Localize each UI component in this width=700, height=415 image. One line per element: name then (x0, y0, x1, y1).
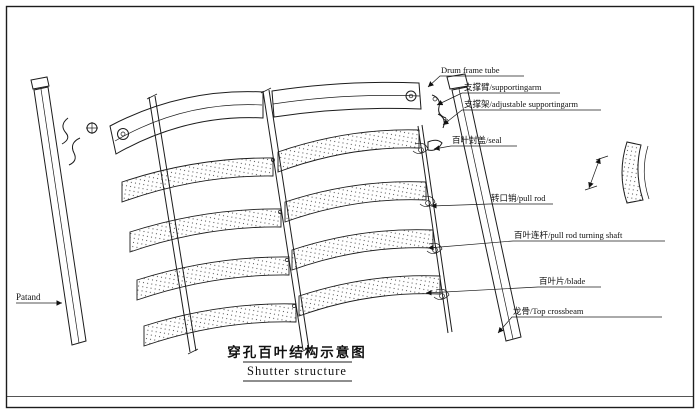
top-crossbeam-label: 龙骨/Top crossbeam (513, 306, 584, 316)
left-bracket-hardware (61, 117, 98, 166)
callout-adjustable-supporting-arm: 支撑架/adjustable supportingarm (442, 99, 601, 126)
right-post (446, 73, 522, 342)
pull-rod-assembly (412, 124, 453, 334)
patand-callout: Patand (16, 292, 62, 306)
perforated-panel-detail (584, 141, 650, 204)
blade-row (298, 275, 441, 317)
canopy-right (271, 81, 422, 118)
blade-row (129, 208, 282, 253)
pull-rod-turning-shaft-label: 百叶连杆/pull rod turning shaft (514, 230, 623, 240)
adjustable-supporting-arm-label: 支撑架/adjustable supportingarm (464, 99, 578, 109)
blade-connector (419, 195, 436, 207)
callout-drum-frame-tube: Drum frame tube (427, 65, 524, 88)
blade-row (291, 229, 434, 271)
supporting-arm-label: 支撑臂/supportingarm (464, 82, 542, 92)
border-frame (5, 5, 695, 409)
seal-label: 百叶封盖/seal (452, 135, 502, 145)
rail-middle (260, 87, 312, 353)
callout-pull-rod-turning-shaft: 百叶连杆/pull rod turning shaft (427, 230, 665, 251)
title-cn: 穿孔百叶结构示意图 (227, 344, 367, 360)
left-post (30, 76, 87, 346)
patand-label: Patand (16, 292, 41, 302)
blade-label: 百叶片/blade (539, 276, 585, 286)
callout-blade: 百叶片/blade (425, 276, 601, 296)
blade-row (136, 256, 290, 301)
blade-row (143, 303, 297, 347)
callout-top-crossbeam: 龙骨/Top crossbeam (497, 306, 662, 334)
blade-connector (433, 288, 450, 300)
title-en: Shutter structure (247, 364, 347, 378)
canopy-left (109, 91, 264, 155)
callout-pull-rod: 转口销/pull rod (430, 193, 553, 209)
drum-frame-tube-label: Drum frame tube (441, 65, 500, 75)
title-block: 穿孔百叶结构示意图 Shutter structure (227, 344, 367, 382)
right-bracket-hardware (427, 94, 449, 151)
blade-row (121, 157, 274, 203)
callout-supporting-arm: 支撑臂/supportingarm (436, 82, 560, 106)
louver-blades-left (121, 157, 297, 347)
pull-rod-label: 转口销/pull rod (491, 193, 546, 203)
louver-blades-right (277, 129, 441, 317)
detail-dimension-line (588, 157, 601, 189)
rail-left (146, 93, 199, 355)
blade-row (277, 129, 420, 173)
blade-row (284, 181, 427, 223)
callout-seal: 百叶封盖/seal (433, 135, 517, 151)
